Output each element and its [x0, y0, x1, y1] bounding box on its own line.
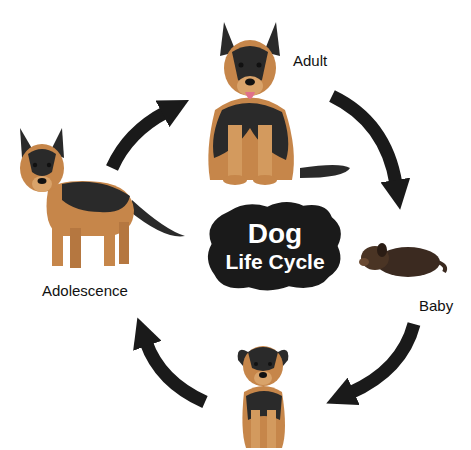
stage-label: Adult [293, 52, 327, 69]
node-text: Dog [248, 219, 302, 250]
stage-label: Baby [419, 297, 453, 314]
adolescent-dog [20, 128, 185, 268]
stage-label: Adolescence [42, 282, 128, 299]
puppy [238, 346, 289, 448]
cycle-arrows [112, 96, 414, 402]
adult-dog [208, 22, 350, 185]
baby-puppy [359, 243, 445, 277]
node-text: Life Cycle [225, 250, 324, 273]
title-blob: DogLife Cycle [203, 198, 346, 294]
